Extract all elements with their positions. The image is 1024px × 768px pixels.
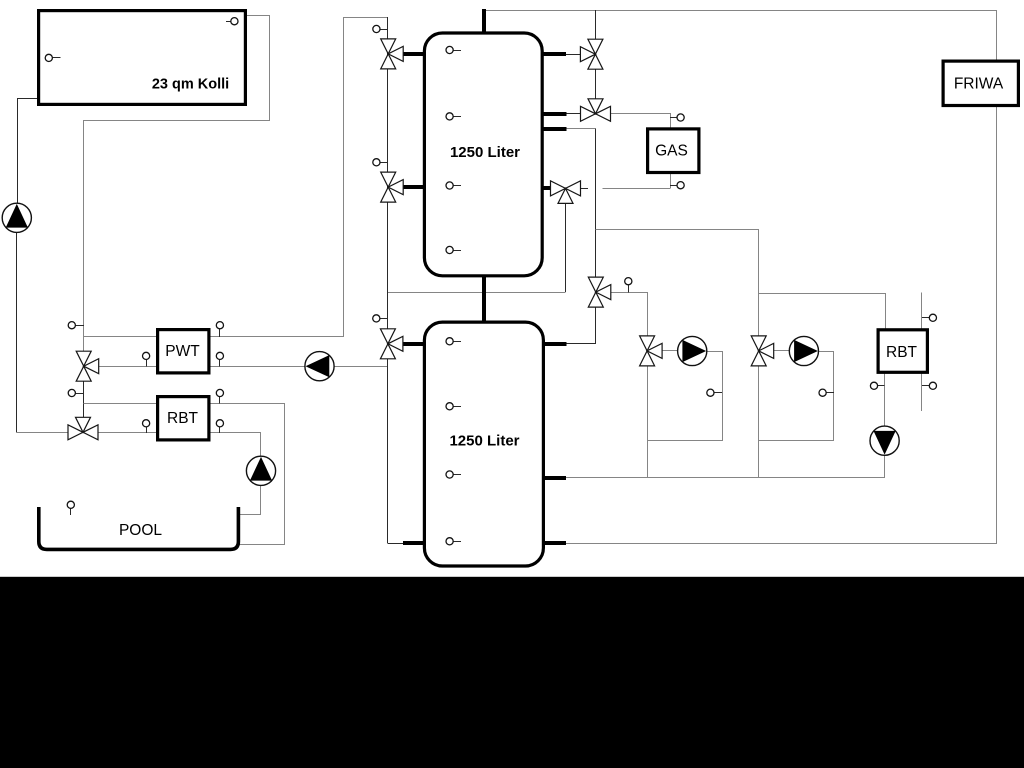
svg-text:RBT: RBT <box>886 344 918 361</box>
svg-text:23 qm Kolli: 23 qm Kolli <box>152 77 229 93</box>
svg-text:PWT: PWT <box>165 343 200 360</box>
svg-text:FRIWA: FRIWA <box>954 76 1004 93</box>
svg-text:POOL: POOL <box>119 522 162 539</box>
svg-text:RBT: RBT <box>167 410 199 427</box>
svg-text:1250 Liter: 1250 Liter <box>449 432 519 449</box>
svg-text:1250 Liter: 1250 Liter <box>450 144 520 161</box>
svg-text:GAS: GAS <box>655 143 688 160</box>
